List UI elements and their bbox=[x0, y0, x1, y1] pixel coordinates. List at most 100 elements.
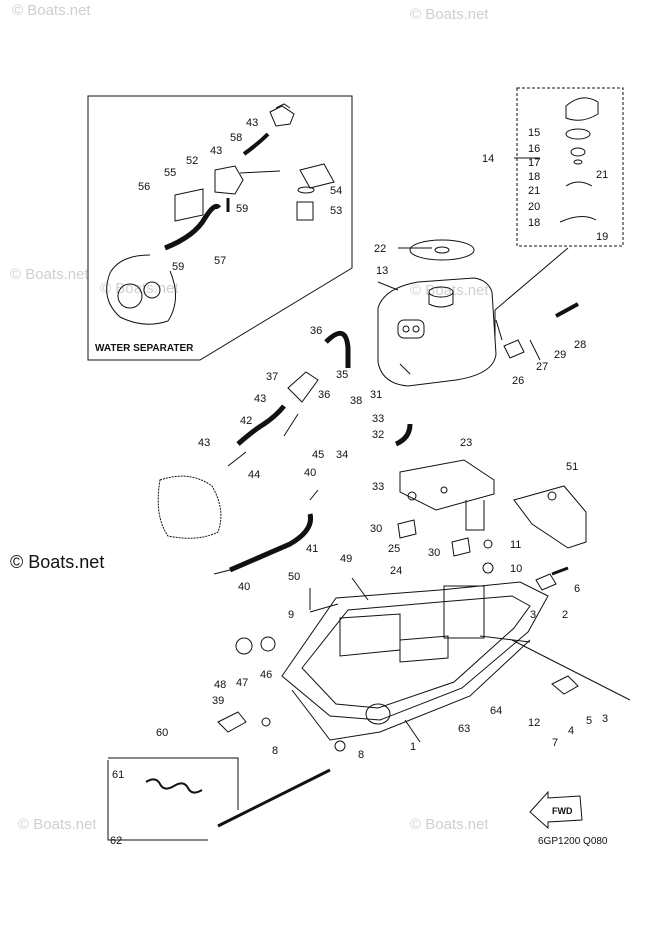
label-35: 35 bbox=[336, 369, 348, 381]
cable-60 bbox=[217, 768, 331, 828]
label-42: 42 bbox=[240, 415, 252, 427]
hose-32 bbox=[394, 423, 413, 447]
label-38: 38 bbox=[350, 395, 362, 407]
label-7: 7 bbox=[552, 737, 558, 749]
label-63: 63 bbox=[458, 723, 470, 735]
label-19: 19 bbox=[596, 231, 608, 243]
collar-11 bbox=[483, 539, 493, 549]
label-2: 2 bbox=[562, 609, 568, 621]
joint-26 bbox=[503, 339, 525, 359]
hose-35 bbox=[324, 330, 351, 368]
nut-10 bbox=[482, 562, 494, 574]
label-11: 11 bbox=[510, 539, 521, 551]
inset-box bbox=[87, 95, 353, 361]
label-17: 17 bbox=[528, 157, 540, 169]
label-5: 5 bbox=[586, 715, 592, 727]
label-12: 12 bbox=[528, 717, 540, 729]
label-33b: 33 bbox=[372, 481, 384, 493]
label-31: 31 bbox=[370, 389, 382, 401]
label-55: 55 bbox=[164, 167, 176, 179]
label-8a: 8 bbox=[272, 745, 278, 757]
label-16: 16 bbox=[528, 143, 540, 155]
plug-30a bbox=[397, 519, 417, 539]
bracket-3 bbox=[551, 675, 579, 695]
hose-41 bbox=[229, 513, 314, 573]
label-4: 4 bbox=[568, 725, 574, 737]
bolt-8a bbox=[261, 717, 271, 727]
label-56: 56 bbox=[138, 181, 150, 193]
label-61: 61 bbox=[112, 769, 124, 781]
label-36a: 36 bbox=[310, 325, 322, 337]
fuel-filter bbox=[287, 371, 319, 403]
label-15: 15 bbox=[528, 127, 540, 139]
plate-51 bbox=[513, 485, 587, 549]
screw-6 bbox=[551, 566, 569, 576]
label-48: 48 bbox=[214, 679, 226, 691]
label-47: 47 bbox=[236, 677, 248, 689]
label-60: 60 bbox=[156, 727, 168, 739]
label-43d: 43 bbox=[198, 437, 210, 449]
label-24: 24 bbox=[390, 565, 402, 577]
cap-parts-box bbox=[516, 87, 624, 247]
label-43c: 43 bbox=[254, 393, 266, 405]
label-40b: 40 bbox=[238, 581, 250, 593]
clip-2 bbox=[535, 573, 557, 591]
watermark-top-left: © Boats.net bbox=[12, 2, 91, 19]
inset-parts bbox=[106, 103, 335, 325]
bracket-23 bbox=[399, 459, 495, 531]
label-45: 45 bbox=[312, 449, 324, 461]
watermark-mid-left: © Boats.net bbox=[10, 266, 89, 283]
label-49: 49 bbox=[340, 553, 352, 565]
label-58: 58 bbox=[230, 132, 242, 144]
label-44: 44 bbox=[248, 469, 260, 481]
label-25: 25 bbox=[388, 543, 400, 555]
tank-gasket bbox=[409, 239, 475, 261]
label-43a: 43 bbox=[246, 117, 258, 129]
label-40a: 40 bbox=[304, 467, 316, 479]
label-30a: 30 bbox=[370, 523, 382, 535]
label-8b: 8 bbox=[358, 749, 364, 761]
label-62: 62 bbox=[110, 835, 122, 847]
label-50: 50 bbox=[288, 571, 300, 583]
bolt-8b bbox=[334, 740, 346, 752]
label-27: 27 bbox=[536, 361, 548, 373]
grommet-47 bbox=[235, 637, 253, 655]
label-53: 53 bbox=[330, 205, 342, 217]
bolt-28 bbox=[555, 302, 579, 318]
spring-61 bbox=[145, 778, 203, 794]
label-59a: 59 bbox=[236, 203, 248, 215]
label-43b: 43 bbox=[210, 145, 222, 157]
bottom-cowling bbox=[281, 581, 549, 741]
label-52: 52 bbox=[186, 155, 198, 167]
label-1: 1 bbox=[410, 741, 416, 753]
label-26: 26 bbox=[512, 375, 524, 387]
watermark-bottom-left: © Boats.net bbox=[18, 816, 97, 833]
label-21b: 21 bbox=[528, 185, 540, 197]
label-3b: 3 bbox=[602, 713, 608, 725]
label-6: 6 bbox=[574, 583, 580, 595]
fuel-connector-39 bbox=[217, 711, 247, 733]
label-23: 23 bbox=[460, 437, 472, 449]
label-46: 46 bbox=[260, 669, 272, 681]
label-18b: 18 bbox=[528, 217, 540, 229]
label-59b: 59 bbox=[172, 261, 184, 273]
label-32: 32 bbox=[372, 429, 384, 441]
diagram-code: 6GP1200 Q080 bbox=[538, 836, 608, 847]
label-13: 13 bbox=[376, 265, 388, 277]
label-57: 57 bbox=[214, 255, 226, 267]
label-33a: 33 bbox=[372, 413, 384, 425]
watermark-bottom-right: © Boats.net bbox=[410, 816, 489, 833]
part-labels: 43 58 43 52 55 56 54 53 59 57 59 15 16 1… bbox=[110, 117, 608, 847]
label-14: 14 bbox=[482, 153, 494, 165]
label-18a: 18 bbox=[528, 171, 540, 183]
hose-42 bbox=[236, 404, 286, 446]
label-64: 64 bbox=[490, 705, 502, 717]
label-37: 37 bbox=[266, 371, 278, 383]
watermark-top-right: © Boats.net bbox=[410, 6, 489, 23]
label-54: 54 bbox=[330, 185, 342, 197]
label-36b: 36 bbox=[318, 389, 330, 401]
label-41: 41 bbox=[306, 543, 318, 555]
label-22: 22 bbox=[374, 243, 386, 255]
label-21a: 21 bbox=[596, 169, 608, 181]
